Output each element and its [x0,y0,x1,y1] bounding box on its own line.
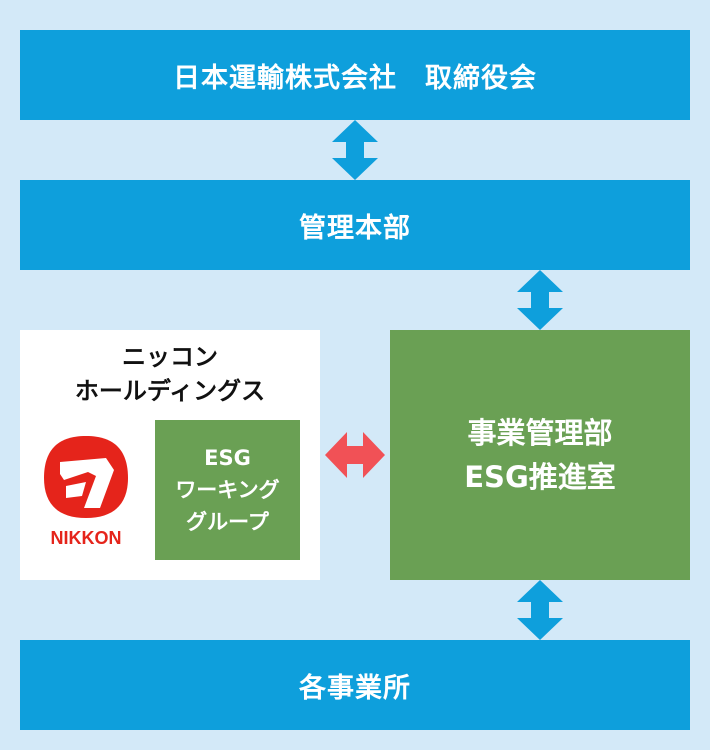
working-group-line1: ESG [204,446,251,470]
holdings-title-line2: ホールディングス [74,377,266,405]
logo-text: NIKKON [51,528,122,548]
red-double-arrow-icon [325,432,385,478]
working-group-line3: グループ [186,510,269,534]
esg-office-box: 事業管理部 ESG推進室 [390,330,690,580]
holdings-box: ニッコン ホールディングス NIKKON ESG ワーキング グループ [20,330,320,580]
board-label: 日本運輸株式会社 取締役会 [173,62,537,94]
sites-box: 各事業所 [20,640,690,730]
board-box: 日本運輸株式会社 取締役会 [20,30,690,120]
working-group-line2: ワーキング [175,478,280,502]
sites-label: 各事業所 [299,672,411,704]
working-group-box: ESG ワーキング グループ [155,420,300,560]
double-arrow-icon [517,580,563,640]
management-box: 管理本部 [20,180,690,270]
nikkon-logo: NIKKON [44,436,128,548]
double-arrow-icon [332,120,378,180]
double-arrow-icon [517,270,563,330]
esg-office-line2: ESG推進室 [464,460,616,494]
holdings-title-line1: ニッコン [122,343,218,371]
esg-office-line1: 事業管理部 [467,416,613,450]
management-label: 管理本部 [299,212,411,244]
holdings-title: ニッコン ホールディングス [20,340,320,408]
